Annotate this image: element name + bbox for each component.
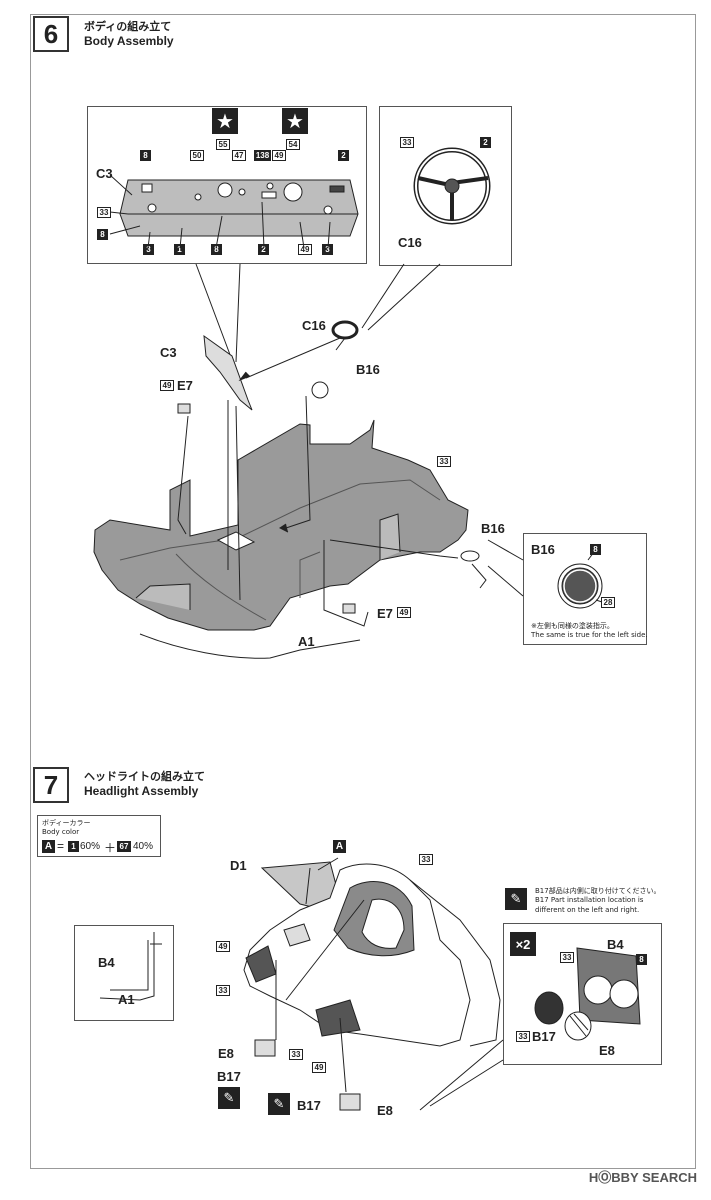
paint-code: 47: [232, 150, 246, 161]
body-color-box: [37, 815, 161, 857]
part-label-c16: C16: [398, 235, 422, 250]
paint-code: 8: [97, 229, 108, 240]
paint-code: 8: [590, 544, 601, 555]
dashboard-small: [203, 334, 253, 411]
part-label-a1: A1: [298, 634, 315, 649]
paint-code: 54: [286, 139, 300, 150]
part-label-b16: B16: [481, 521, 505, 536]
part-label-e8: E8: [599, 1043, 615, 1058]
part-label-c3: C3: [160, 345, 177, 360]
step-6-title-en: Body Assembly: [84, 34, 174, 48]
body-color-title-en: Body color: [42, 828, 80, 836]
part-label-b17: B17: [532, 1029, 556, 1044]
paint-code: 28: [601, 597, 615, 608]
paint-code: 50: [190, 150, 204, 161]
part-label-c3: C3: [96, 166, 113, 181]
part-label-e8: E8: [218, 1046, 234, 1061]
e7-small: [342, 603, 356, 614]
paint-brush-icon: ✎: [218, 1087, 240, 1109]
paint-code: A: [42, 840, 55, 853]
gauge-icon: [283, 182, 303, 202]
paint-brush-icon: ✎: [505, 888, 527, 910]
paint-code: 1: [174, 244, 185, 255]
paint-code: 33: [216, 985, 230, 996]
part-label-e7: E7: [377, 606, 393, 621]
paint-code: 3: [143, 244, 154, 255]
b16-small: [311, 381, 329, 399]
b16-small: [460, 550, 480, 562]
b17-note-en-2: different on the left and right.: [535, 906, 640, 914]
paint-code: 67: [117, 841, 131, 852]
b17-lens: [534, 991, 564, 1025]
part-label-b17: B17: [217, 1069, 241, 1084]
quantity-badge: ×2: [510, 932, 536, 956]
paint-code: 49: [397, 607, 411, 618]
part-label-e8: E8: [377, 1103, 393, 1118]
headlight-recess: [315, 999, 361, 1037]
paint-code: 49: [298, 244, 312, 255]
paint-code: 8: [636, 954, 647, 965]
step-6-title-jp: ボディの組み立て: [84, 20, 172, 33]
body-color-title-jp: ボディーカラー: [42, 819, 91, 827]
paint-code: 49: [216, 941, 230, 952]
part-label-c16: C16: [302, 318, 326, 333]
b4-a1-detail-box: [74, 925, 174, 1021]
paint-code: 33: [560, 952, 574, 963]
part-label-b4: B4: [98, 955, 115, 970]
paint-code: 33: [289, 1049, 303, 1060]
paint-code: 2: [338, 150, 349, 161]
paint-code: A: [333, 840, 346, 853]
paint-code: 49: [160, 380, 174, 391]
step-7-title-jp: ヘッドライトの組み立て: [84, 770, 205, 783]
paint-code: 8: [140, 150, 151, 161]
paint-code: 33: [400, 137, 414, 148]
step-7-title-en: Headlight Assembly: [84, 784, 199, 798]
ratio-2: 40%: [133, 841, 154, 852]
part-label-b17: B17: [297, 1098, 321, 1113]
b17-note-en-1: B17 Part installation location is: [535, 896, 644, 904]
paint-code: 1: [68, 841, 79, 852]
part-label-d1: D1: [230, 858, 247, 873]
equals-sign: =: [57, 839, 65, 853]
step-number-6: 6: [33, 16, 69, 52]
gauge-icon: [217, 182, 233, 198]
b17-note-jp: B17部品は内側に取り付けてください。: [535, 887, 661, 895]
part-label-b16: B16: [356, 362, 380, 377]
step-number-7: 7: [33, 767, 69, 803]
paint-code: 55: [216, 139, 230, 150]
plus-sign: ＋: [104, 841, 117, 855]
paint-code: 138: [254, 150, 271, 161]
part-label-b4: B4: [607, 937, 624, 952]
watermark: HⓄBBY SEARCH: [588, 1170, 697, 1185]
paint-code: 33: [516, 1031, 530, 1042]
paint-code: 49: [272, 150, 286, 161]
star-icon: ★: [282, 108, 308, 134]
paint-code: 49: [312, 1062, 326, 1073]
paint-brush-icon: ✎: [268, 1093, 290, 1115]
paint-code: 2: [258, 244, 269, 255]
paint-code: 33: [419, 854, 433, 865]
paint-code: 2: [480, 137, 491, 148]
paint-code: 8: [211, 244, 222, 255]
instruction-page-frame: [30, 14, 696, 1169]
e8-small: [254, 1039, 276, 1057]
left-side-note-jp: ※左側も同様の塗装指示。: [531, 622, 614, 630]
paint-code: 3: [322, 244, 333, 255]
star-icon: ★: [212, 108, 238, 134]
ratio-1: 60%: [80, 841, 101, 852]
left-side-note-en: The same is true for the left side.: [531, 631, 648, 639]
e7-small: [177, 403, 191, 414]
part-label-b16: B16: [531, 542, 555, 557]
paint-code: 33: [437, 456, 451, 467]
car-body-part: [243, 863, 471, 1047]
part-label-e7: E7: [177, 378, 193, 393]
steering-wheel-small: [331, 320, 359, 340]
e8-small: [339, 1093, 361, 1111]
